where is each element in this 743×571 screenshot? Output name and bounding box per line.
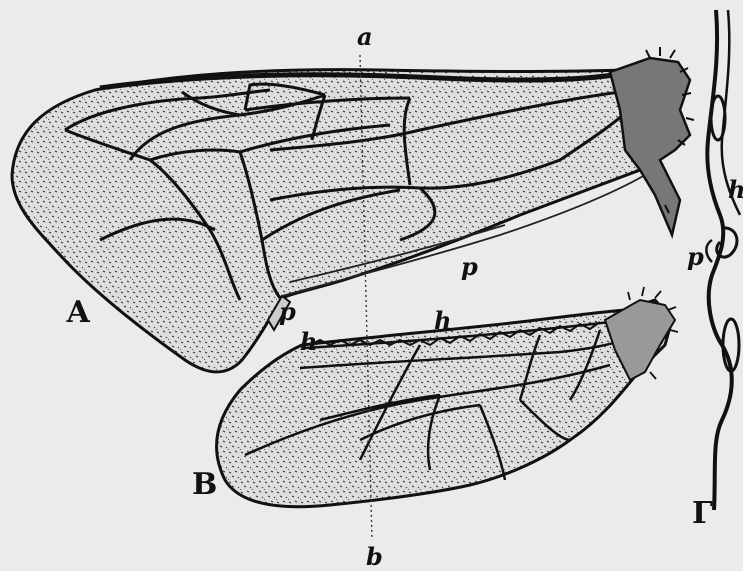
label-hooks-2: h (434, 306, 451, 335)
label-axis-top: a (357, 22, 373, 51)
label-forewing: А (66, 295, 91, 330)
label-fold-forewing-1: p (461, 252, 478, 281)
label-hindwing: В (192, 467, 217, 502)
label-axis-bottom: b (366, 542, 383, 571)
label-hook-detail: Г (692, 496, 713, 531)
label-fold-forewing-2: p (279, 297, 296, 326)
label-hooks-detail: h (728, 175, 743, 204)
label-hooks-1: h (300, 327, 317, 356)
label-fold-detail: p (687, 242, 704, 271)
